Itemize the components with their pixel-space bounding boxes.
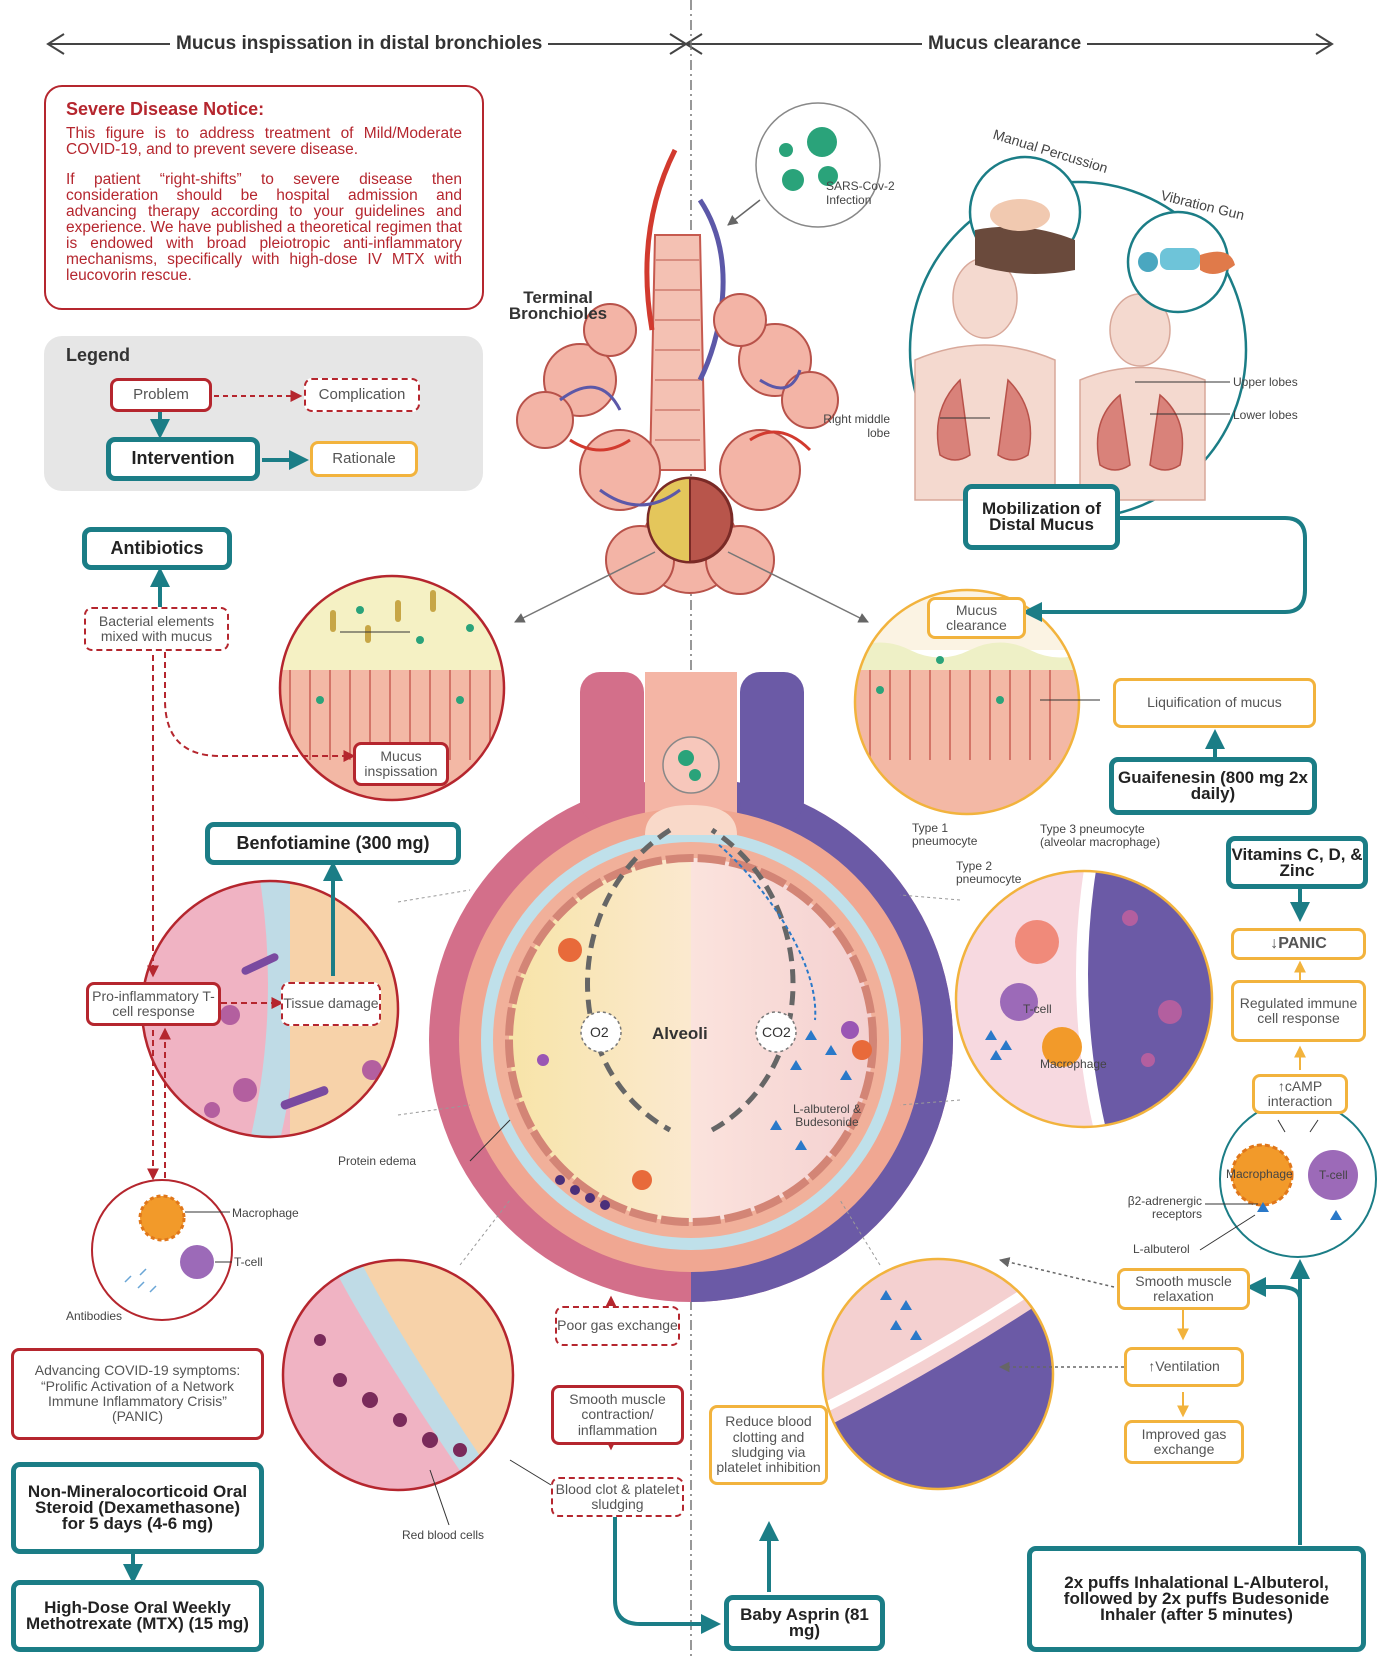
- poor-gas-exchange-box: Poor gas exchange: [555, 1306, 680, 1346]
- bacterial-elements-box: Bacterial elements mixed with mucus: [84, 607, 229, 651]
- legend-problem: Problem: [110, 378, 212, 412]
- severe-disease-notice: Severe Disease Notice: This figure is to…: [44, 85, 484, 310]
- mucus-clearance-box: Mucus clearance: [927, 597, 1026, 639]
- tcell-label-right: T-cell: [1319, 1168, 1348, 1182]
- type3-pneumocyte-label: Type 3 pneumocyte (alveolar macrophage): [1040, 823, 1180, 849]
- legend-intervention: Intervention: [106, 437, 260, 481]
- inhaler-box: 2x puffs Inhalational L-Albuterol, follo…: [1027, 1546, 1366, 1652]
- blood-clot-box: Blood clot & platelet sludging: [551, 1477, 684, 1517]
- header-left-label: Mucus inspissation in distal bronchioles: [170, 33, 548, 55]
- regulated-immune-box: Regulated immune cell response: [1231, 980, 1366, 1042]
- sars-circle: [728, 103, 880, 227]
- macrophage-label-left: Macrophage: [232, 1206, 299, 1220]
- type1-pneumocyte-label: Type 1 pneumocyte: [912, 822, 1002, 848]
- notice-paragraph-1: This figure is to address treatment of M…: [66, 126, 462, 158]
- right-middle-lobe-label: Right middle lobe: [818, 412, 890, 440]
- reduce-clotting-box: Reduce blood clotting and sludging via p…: [709, 1405, 828, 1485]
- tissue-circle-bottom-left: [280, 1260, 530, 1500]
- lower-lobes-label: Lower lobes: [1233, 408, 1298, 422]
- lalbuterol-budesonide-label: L-albuterol & Budesonide: [784, 1103, 870, 1129]
- sars-cov2-label: SARS-Cov-2 Infection: [826, 179, 906, 207]
- legend-title: Legend: [66, 345, 130, 366]
- advancing-covid-box: Advancing COVID-19 symptoms: “Prolific A…: [11, 1348, 264, 1440]
- liquification-box: Liquification of mucus: [1113, 678, 1316, 728]
- antibodies-label: Antibodies: [66, 1309, 122, 1323]
- l-albuterol-label: L-albuterol: [1133, 1242, 1190, 1256]
- tissue-damage-box: Tissue damage: [281, 982, 381, 1026]
- tcell-label-panic: T-cell: [1023, 1002, 1052, 1016]
- vitamins-box: Vitamins C, D, & Zinc: [1226, 836, 1368, 889]
- tissue-circle-bottom-right: [820, 1259, 1060, 1500]
- notice-title: Severe Disease Notice:: [66, 99, 462, 120]
- notice-paragraph-2: If patient “right-shifts” to severe dise…: [66, 172, 462, 284]
- beta2-receptors-label: β2-adrenergic receptors: [1100, 1195, 1202, 1221]
- co2-label: CO2: [762, 1024, 791, 1040]
- red-blood-cells-label: Red blood cells: [402, 1528, 484, 1542]
- mobilization-box: Mobilization of Distal Mucus: [963, 484, 1120, 550]
- o2-label: O2: [590, 1024, 609, 1040]
- tcell-label-left: T-cell: [234, 1255, 263, 1269]
- legend-complication: Complication: [304, 378, 420, 412]
- immune-circle-left: [92, 1180, 232, 1320]
- methotrexate-box: High-Dose Oral Weekly Methotrexate (MTX)…: [11, 1580, 264, 1652]
- panic-box: ↓PANIC: [1231, 928, 1366, 960]
- steroid-box: Non-Mineralocorticoid Oral Steroid (Dexa…: [11, 1462, 264, 1554]
- type2-pneumocyte-label: Type 2 pneumocyte: [956, 860, 1046, 886]
- alveolus-center: [413, 672, 953, 1302]
- ventilation-box: ↑Ventilation: [1124, 1347, 1244, 1387]
- legend-rationale: Rationale: [310, 441, 418, 477]
- smooth-muscle-contraction-box: Smooth muscle contraction/ inflammation: [551, 1385, 684, 1445]
- protein-edema-label: Protein edema: [338, 1154, 416, 1168]
- antibiotics-box: Antibiotics: [82, 527, 232, 570]
- terminal-bronchioles-label: Terminal Bronchioles: [498, 290, 618, 322]
- macrophage-label-right: Macrophage: [1226, 1167, 1293, 1181]
- benfotiamine-box: Benfotiamine (300 mg): [205, 822, 461, 865]
- baby-aspirin-box: Baby Asprin (81 mg): [724, 1595, 885, 1651]
- alveoli-label: Alveoli: [652, 1024, 708, 1044]
- tissue-circle-right: [950, 870, 1230, 1130]
- header-right-label: Mucus clearance: [922, 33, 1087, 55]
- upper-lobes-label: Upper lobes: [1233, 375, 1298, 389]
- mucus-inspissation-box: Mucus inspissation: [353, 742, 449, 786]
- smooth-muscle-relaxation-box: Smooth muscle relaxation: [1117, 1268, 1250, 1310]
- camp-box: ↑cAMP interaction: [1252, 1074, 1348, 1114]
- improved-gas-box: Improved gas exchange: [1124, 1420, 1244, 1464]
- guaifenesin-box: Guaifenesin (800 mg 2x daily): [1109, 757, 1317, 815]
- macrophage-label-panic: Macrophage: [1040, 1057, 1107, 1071]
- proinflammatory-box: Pro-inflammatory T-cell response: [86, 982, 221, 1026]
